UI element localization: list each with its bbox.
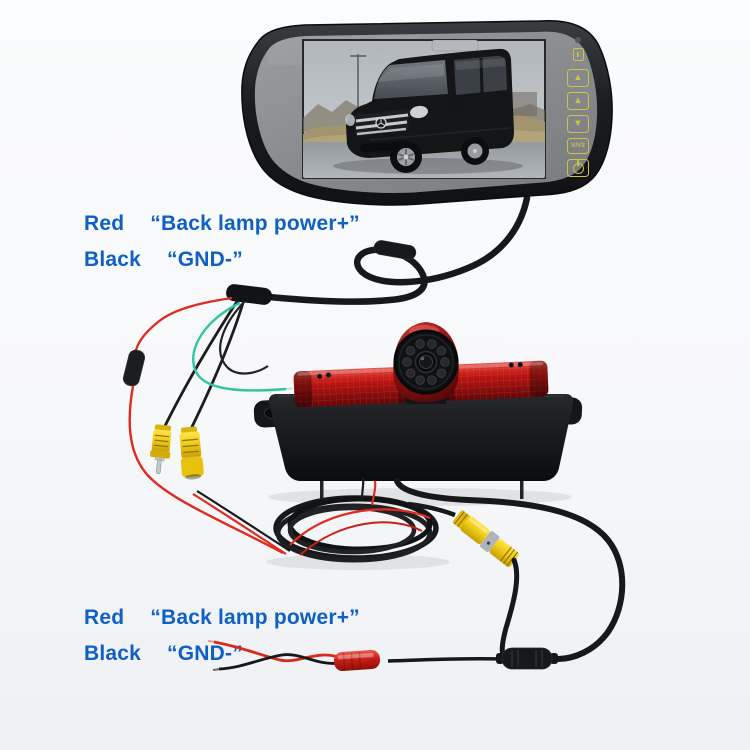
red-power-wire	[122, 296, 284, 555]
av-power-black	[196, 490, 291, 552]
annotation-row-red: Red “Back lamp power+”	[84, 206, 360, 242]
screen-van-image	[302, 39, 546, 179]
door-mirror	[448, 95, 462, 111]
rca-cable-right	[188, 302, 245, 432]
metal-coupler-band	[480, 531, 500, 553]
down-button[interactable]: ▼	[567, 115, 589, 133]
mounting-pin-right	[520, 481, 524, 499]
rear-wheel	[461, 137, 489, 165]
rca-tail-cable	[499, 557, 520, 661]
front-wheel	[390, 141, 422, 173]
lens-screw	[508, 362, 514, 368]
annotation-bottom: Red “Back lamp power+” Black “GND-”	[84, 600, 360, 672]
black-trigger-wire	[219, 300, 269, 375]
rca-pin	[155, 459, 162, 475]
headlight-right	[410, 105, 428, 119]
camera-cable-coil	[273, 477, 439, 563]
lens-glint	[420, 356, 425, 361]
red-stub	[370, 480, 377, 506]
coil-red-wire	[299, 521, 423, 556]
wire-color-label: Red	[84, 606, 125, 629]
wire-function-label: “GND-”	[167, 642, 243, 665]
extension-cable-loop	[394, 478, 626, 663]
fuse-holder	[122, 349, 146, 387]
wiring-harness	[122, 284, 294, 555]
wire-color-label: Red	[84, 212, 125, 235]
coil-to-rca-wire	[407, 501, 456, 518]
van-shadow	[333, 158, 523, 174]
rca-coupler-joined	[452, 510, 519, 567]
source-button-label: V/V2	[571, 141, 585, 149]
green-wire-tip	[285, 387, 294, 391]
inline-connector	[373, 240, 417, 260]
housing-base	[268, 394, 574, 481]
rca-plug-male	[150, 424, 172, 475]
wire-function-label: “Back lamp power+”	[150, 606, 360, 629]
wire-color-label: Black	[84, 248, 142, 271]
power-button[interactable]	[567, 159, 589, 177]
annotation-row-black: Black “GND-”	[84, 636, 360, 672]
lens-screw	[316, 373, 323, 380]
up-arrow-icon: ▲	[573, 72, 583, 84]
camera-dome	[393, 322, 459, 404]
power-icon	[572, 162, 584, 174]
front-grille	[354, 109, 410, 136]
light-sensor	[575, 37, 581, 43]
red-bullet-connector	[333, 649, 380, 672]
mounting-pin-left	[320, 481, 324, 499]
twisted-red-wire	[213, 640, 339, 663]
av-power-red	[192, 493, 287, 555]
rearview-mirror-monitor	[241, 19, 613, 206]
ir-leds	[402, 339, 450, 385]
mirror-video-cable	[254, 194, 531, 305]
up-button-2[interactable]: ▲	[567, 92, 589, 110]
lens-screw	[325, 372, 332, 378]
wire-color-label: Black	[84, 642, 142, 665]
barrel-connector	[496, 647, 558, 670]
wire-function-label: “Back lamp power+”	[150, 212, 360, 235]
annotation-top: Red “Back lamp power+” Black “GND-”	[84, 206, 360, 278]
annotation-row-red: Red “Back lamp power+”	[84, 600, 360, 636]
black-van	[344, 40, 514, 173]
monitor-touch-controls: ▲ ▲ ▼ V/V2	[563, 37, 593, 182]
windshield	[374, 60, 448, 99]
coil-red-wire	[289, 508, 431, 546]
rca-plug-female	[179, 426, 204, 480]
black-stub	[360, 477, 365, 501]
up-button-1[interactable]: ▲	[567, 69, 589, 87]
wire-function-label: “GND-”	[167, 248, 243, 271]
roof-ac-unit	[431, 40, 479, 52]
headlight-left	[344, 114, 356, 126]
menu-icon[interactable]	[572, 48, 584, 61]
green-reverse-wire	[192, 301, 287, 392]
lead-black-cable	[387, 656, 501, 663]
lens-screw	[517, 362, 523, 368]
annotation-row-black: Black “GND-”	[84, 242, 360, 278]
down-arrow-icon: ▼	[573, 118, 583, 130]
wire-junction	[226, 284, 273, 305]
brake-light-camera-unit	[253, 322, 583, 499]
power-lead	[207, 640, 501, 672]
up-arrow-icon: ▲	[573, 95, 583, 107]
rca-cable-left	[162, 299, 240, 429]
source-button[interactable]: V/V2	[567, 138, 589, 154]
twisted-black-wire	[218, 653, 339, 671]
